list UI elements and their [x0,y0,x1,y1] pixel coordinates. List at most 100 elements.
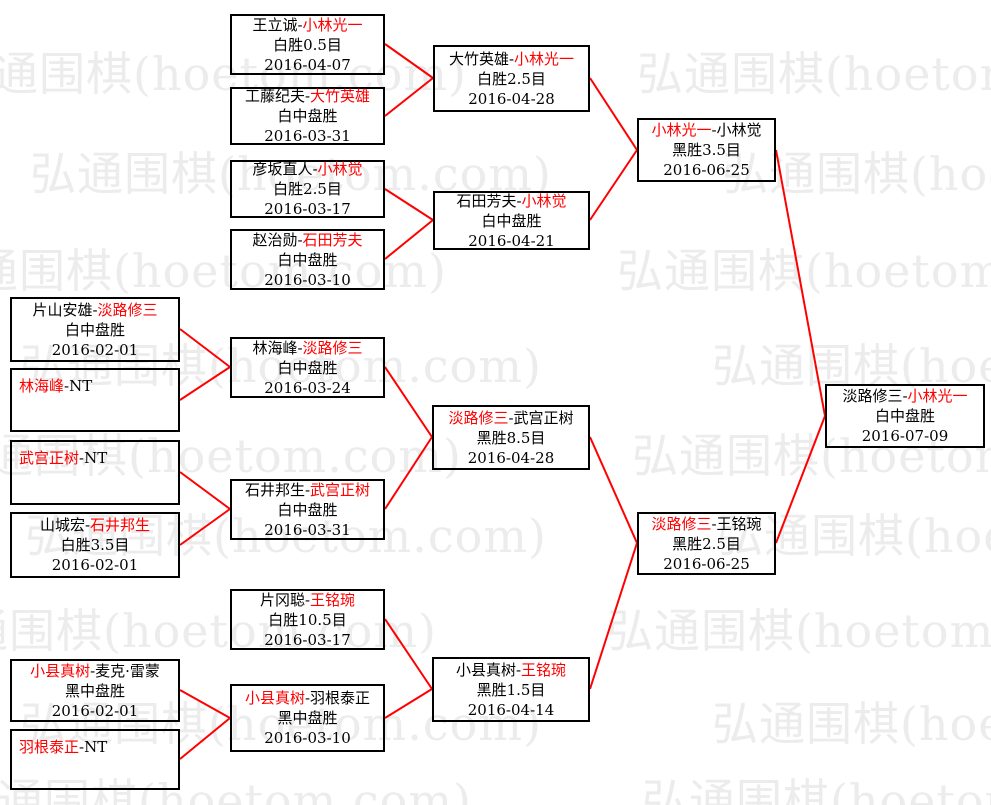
match-players: 林海峰-NT [19,376,92,396]
match-box-2: 工藤纪夫-大竹英雄 白中盘胜 2016-03-31 [230,87,385,145]
watermark-text: 弘通围棋(hoetom.com) [606,604,991,658]
match-players: 片冈聪-王铭琬 [260,590,355,610]
match-box-7: 小林光一-小林觉 黑胜3.5目 2016-06-25 [637,118,776,182]
watermark-text: 弘通围棋(hoetom.com) [0,429,462,483]
match-date: 2016-04-14 [467,700,555,719]
match-players: 淡路修三-小林光一 [842,386,967,406]
match-result: 白中盘胜 [481,211,542,230]
match-date: 2016-04-28 [468,89,555,108]
player1: 林海峰 [252,338,298,357]
players-separator: - [508,49,515,68]
match-box-18: 小县真树-羽根泰正 黑中盘胜 2016-03-10 [230,684,385,752]
match-box-1: 王立诚-小林光一 白胜0.5目 2016-04-07 [230,14,385,75]
match-players: 山城宏-石井邦生 [40,515,150,535]
connector-line [775,415,826,544]
connector-line [179,508,231,546]
match-box-11: 山城宏-石井邦生 白胜3.5目 2016-02-01 [10,512,180,578]
watermark-text: 弘通围棋(hoetom.com) [25,509,547,563]
players-separator: - [297,338,303,357]
match-date: 2016-03-10 [264,270,351,289]
match-result: 白胜2.5目 [477,69,546,88]
connector-line [589,542,638,690]
player2: 王铭琬 [521,660,567,679]
match-box-3: 彦坂直人-小林觉 白胜2.5目 2016-03-17 [230,160,385,218]
match-result: 白胜2.5目 [273,180,342,198]
players-separator: - [64,377,70,395]
player1: 羽根泰正 [19,738,80,756]
players-separator: - [90,661,96,680]
player2: 小林觉 [317,160,363,178]
match-players: 彦坂直人-小林觉 [252,159,362,179]
match-result: 黑胜3.5目 [672,141,741,159]
players-separator: - [92,300,98,319]
match-players: 武宫正树-NT [19,448,107,468]
player2: 王铭琬 [716,514,762,533]
match-box-21-final: 淡路修三-小林光一 白中盘胜 2016-07-09 [825,384,985,448]
match-date: 2016-02-01 [51,701,139,720]
match-result: 白中盘胜 [277,500,338,519]
match-date: 2016-03-31 [264,127,351,145]
connector-line [179,328,231,368]
match-result: 白胜0.5目 [273,35,342,54]
player1: 林海峰 [19,377,65,395]
watermark-text: 弘通围棋(hoetom.com) [631,429,991,483]
match-date: 2016-04-21 [468,231,555,250]
player1: 工藤纪夫 [244,87,305,105]
match-players: 淡路修三-王铭琬 [651,514,761,534]
player2: 羽根泰正 [310,689,371,707]
player2: 武宫正树 [513,408,574,427]
match-date: 2016-03-10 [264,729,351,747]
player2: NT [84,449,108,467]
match-players: 片山安雄-淡路修三 [32,300,157,320]
players-separator: - [79,738,85,756]
match-box-12: 林海峰-淡路修三 白中盘胜 2016-03-24 [230,337,385,398]
player2: 武宫正树 [310,480,371,499]
player2: 小林光一 [302,15,363,34]
connector-line [384,43,434,79]
players-separator: - [304,480,311,499]
player2: 小林觉 [521,191,567,210]
match-result: 黑中盘胜 [277,709,338,727]
watermark-text: 弘通围棋(hoetom.com) [641,774,991,805]
player2: 麦克·雷蒙 [95,661,160,680]
watermark-row: 弘通围棋(hoetom.com)弘通围棋(hoetom.com)弘通围棋(hoe… [0,420,991,486]
match-result: 黑胜8.5目 [476,428,546,447]
match-players: 大竹英雄-小林光一 [449,49,574,69]
player2: 淡路修三 [302,338,363,357]
watermark-text: 弘通围棋(hoetom.com) [716,509,991,563]
connector-line [589,149,638,221]
match-players: 小县真树-王铭琬 [456,660,566,680]
match-date: 2016-03-17 [264,630,351,649]
connector-line [179,717,231,760]
match-date: 2016-06-25 [663,554,750,573]
match-box-14: 淡路修三-武宫正树 黑胜8.5目 2016-04-28 [432,405,590,470]
match-result: 黑中盘胜 [64,681,125,700]
players-separator: - [304,590,311,609]
connector-line [384,77,434,117]
player1: 大竹英雄 [448,49,509,68]
match-players: 林海峰-淡路修三 [252,338,362,358]
player1: 片山安雄 [32,300,93,319]
match-result: 黑胜1.5目 [476,680,546,699]
players-separator: - [711,514,717,533]
player1: 小林光一 [651,121,712,139]
players-separator: - [297,230,303,249]
match-result: 白中盘胜 [277,107,338,125]
match-box-13: 石井邦生-武宫正树 白中盘胜 2016-03-31 [230,479,385,540]
player1: 赵治勋 [252,230,298,249]
players-separator: - [312,160,318,178]
player2: 石井邦生 [90,516,151,534]
player1: 小县真树 [455,660,516,679]
match-box-4: 赵治勋-石田芳夫 白中盘胜 2016-03-10 [230,229,385,290]
match-result: 黑胜2.5目 [672,534,741,553]
watermark-text: 弘通围棋(hoetom.com) [636,47,991,101]
players-separator: - [711,121,717,139]
players-separator: - [304,689,311,707]
watermark-text: 弘通围棋(hoetom.com) [721,147,991,201]
match-players: 小林光一-小林觉 [651,120,761,140]
match-result: 白胜10.5目 [268,610,347,629]
match-box-19: 小县真树-王铭琬 黑胜1.5目 2016-04-14 [432,657,590,722]
match-box-15: 片冈聪-王铭琬 白胜10.5目 2016-03-17 [230,589,385,650]
match-date: 2016-04-28 [467,448,555,467]
